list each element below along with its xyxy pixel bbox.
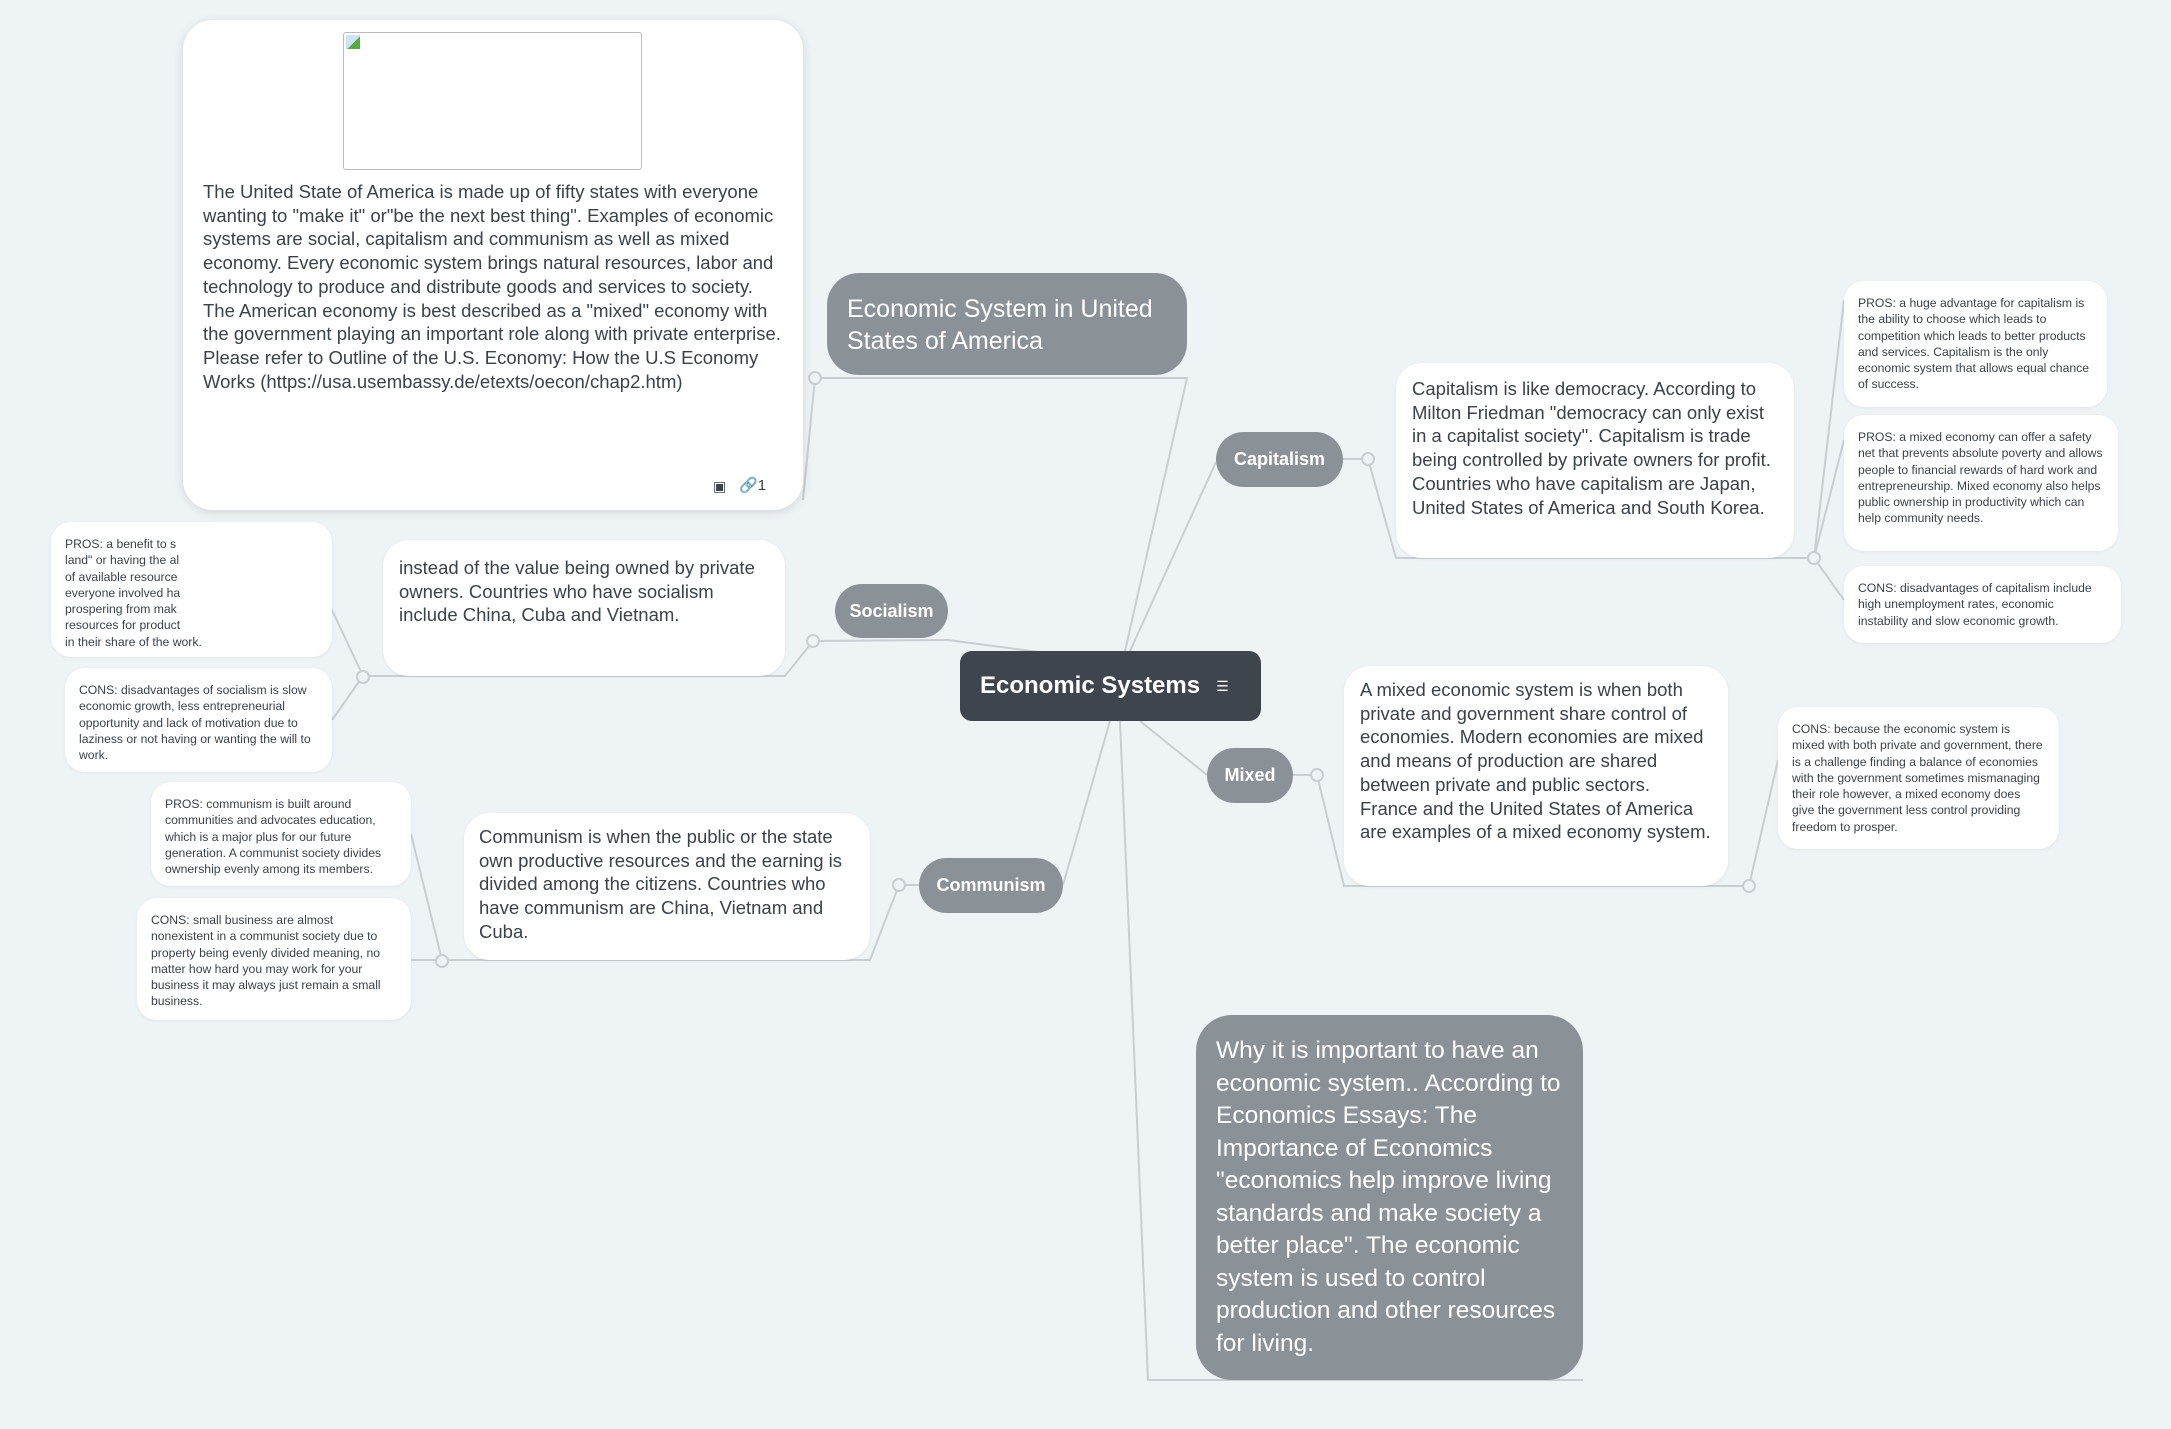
image-icon[interactable]: ▣ bbox=[713, 478, 727, 494]
topic-capitalism[interactable]: Capitalism bbox=[1216, 432, 1343, 487]
note-end: ) bbox=[676, 370, 683, 392]
central-topic[interactable]: Economic Systems ☰ bbox=[960, 651, 1261, 721]
importance-topic[interactable]: Why it is important to have an economic … bbox=[1196, 1015, 1583, 1380]
notes-add-icon[interactable]: ☰ bbox=[1216, 677, 1229, 694]
socialism-cons[interactable]: CONS: disadvantages of socialism is slow… bbox=[65, 668, 332, 772]
note-link[interactable]: https://usa.usembassy.de/etexts/oecon/ch… bbox=[266, 370, 677, 392]
pros-line: everyone involved ha bbox=[65, 585, 181, 600]
capitalism-pros-2[interactable]: PROS: a mixed economy can offer a safety… bbox=[1844, 415, 2118, 551]
link-icon[interactable]: 🔗1 bbox=[739, 477, 767, 494]
link-count: 1 bbox=[757, 477, 767, 494]
mixed-description[interactable]: A mixed economic system is when both pri… bbox=[1344, 666, 1728, 886]
pros-line: prospering from mak bbox=[65, 602, 177, 617]
note-body: The United State of America is made up o… bbox=[203, 181, 781, 392]
socialism-pros[interactable]: PROS: a benefit to s land" or having the… bbox=[51, 522, 332, 657]
communism-cons[interactable]: CONS: small business are almost nonexist… bbox=[137, 898, 411, 1020]
pros-line: PROS: a benefit to s bbox=[65, 537, 177, 551]
communism-label: Communism bbox=[936, 875, 1046, 895]
central-title: Economic Systems bbox=[980, 672, 1201, 699]
topic-usa[interactable]: Economic System in United States of Amer… bbox=[827, 273, 1187, 375]
note-text: The United State of America is made up o… bbox=[203, 180, 783, 393]
pros-line: resources for product bbox=[65, 618, 181, 633]
capitalism-description[interactable]: Capitalism is like democracy. According … bbox=[1396, 363, 1794, 558]
communism-description[interactable]: Communism is when the public or the stat… bbox=[464, 813, 870, 960]
socialism-description[interactable]: instead of the value being owned by priv… bbox=[383, 540, 785, 676]
communism-pros[interactable]: PROS: communism is built around communit… bbox=[151, 782, 411, 886]
mixed-cons[interactable]: CONS: because the economic system is mix… bbox=[1778, 707, 2059, 850]
topic-socialism[interactable]: Socialism bbox=[835, 584, 948, 638]
pros-line: of available resource bbox=[65, 569, 178, 584]
capitalism-cons[interactable]: CONS: disadvantages of capitalism includ… bbox=[1844, 566, 2121, 643]
topic-communism[interactable]: Communism bbox=[919, 858, 1063, 913]
capitalism-label: Capitalism bbox=[1233, 449, 1326, 469]
topic-usa-title: Economic System in United States of Amer… bbox=[847, 295, 1153, 355]
capitalism-pros-1[interactable]: PROS: a huge advantage for capitalism is… bbox=[1844, 281, 2107, 407]
broken-image-icon bbox=[343, 32, 642, 170]
socialism-label: Socialism bbox=[849, 600, 934, 621]
note-popup[interactable]: The United State of America is made up o… bbox=[183, 20, 803, 510]
pros-line: land" or having the al bbox=[65, 553, 180, 568]
pros-line: in their share of the work. bbox=[65, 634, 202, 649]
mixed-label: Mixed bbox=[1224, 765, 1276, 785]
topic-mixed[interactable]: Mixed bbox=[1207, 748, 1293, 803]
